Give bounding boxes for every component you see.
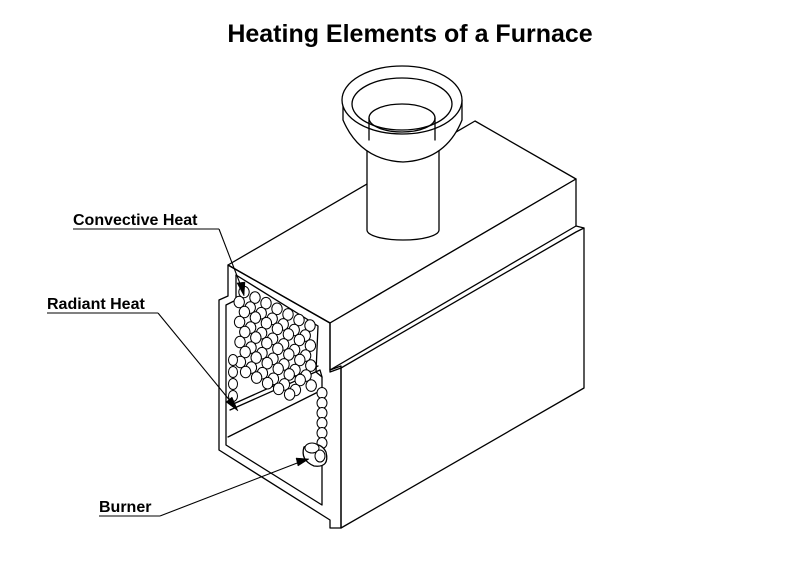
tube: [272, 382, 285, 396]
tube: [234, 335, 246, 349]
tube: [260, 296, 272, 310]
tube: [316, 427, 328, 439]
tube: [316, 407, 328, 419]
tube: [282, 308, 294, 321]
callout-convective-heat: Convective Heat: [73, 212, 246, 297]
chimney-stack: [341, 65, 463, 241]
tube: [250, 371, 263, 384]
tube: [261, 336, 273, 350]
tube: [233, 295, 245, 309]
tube-bank: [228, 285, 328, 449]
tube: [228, 378, 238, 390]
tube: [283, 388, 296, 401]
tube: [293, 313, 305, 327]
tube: [249, 311, 262, 324]
tube: [272, 342, 284, 356]
tube: [261, 376, 274, 390]
tube: [293, 333, 306, 347]
tube: [316, 417, 328, 429]
tube: [239, 345, 251, 359]
tube: [282, 328, 295, 341]
tube: [305, 379, 317, 392]
tube: [239, 325, 251, 339]
diagram-title: Heating Elements of a Furnace: [227, 20, 592, 48]
tube: [233, 315, 246, 329]
tube: [250, 351, 262, 364]
tube: [271, 302, 283, 316]
tube: [250, 331, 262, 344]
tube: [316, 397, 328, 409]
tube: [304, 339, 317, 352]
label-convective-heat: Convective Heat: [73, 212, 198, 229]
label-radiant-heat: Radiant Heat: [47, 296, 145, 313]
tube: [260, 316, 273, 330]
tube: [316, 387, 328, 399]
tube: [249, 291, 261, 304]
callout-burner: Burner: [99, 457, 310, 517]
tube: [304, 319, 316, 332]
tube: [305, 359, 317, 372]
tube: [239, 365, 252, 379]
tube: [261, 356, 273, 370]
tube: [294, 373, 306, 387]
tube: [283, 348, 295, 361]
tube: [238, 305, 251, 319]
tube: [294, 353, 306, 367]
tube: [228, 354, 238, 366]
callout-radiant-heat: Radiant Heat: [47, 296, 239, 412]
label-burner: Burner: [99, 499, 151, 516]
burner: [302, 442, 328, 467]
tube: [272, 362, 284, 376]
tube: [228, 366, 238, 378]
tube: [271, 322, 284, 336]
cross-section-outline: [218, 264, 342, 529]
tube: [283, 368, 295, 381]
